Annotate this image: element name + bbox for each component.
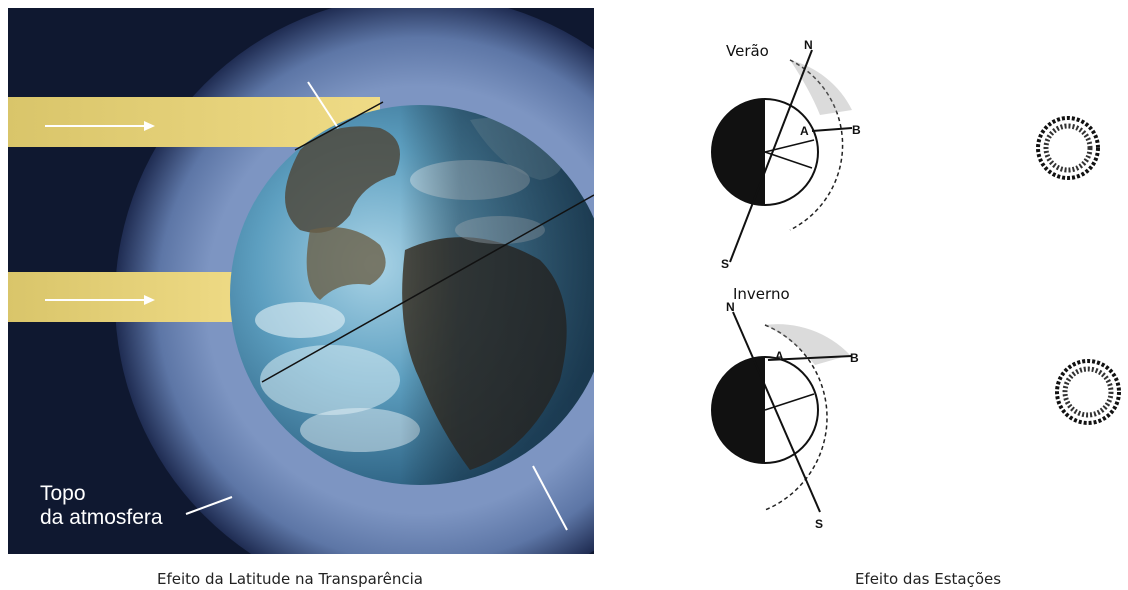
left-caption: Efeito da Latitude na Transparência (157, 570, 423, 588)
winter-diagram: Inverno N S A B (711, 285, 859, 531)
arrow-icon (45, 121, 155, 131)
summer-point-a: A (800, 124, 809, 138)
winter-axis (732, 311, 821, 513)
summer-stipple (790, 60, 852, 115)
sunbeam-lower (8, 272, 248, 322)
winter-south-letter: S (815, 517, 823, 531)
summer-atmosphere-arc (789, 59, 844, 231)
earth-continents (230, 105, 594, 485)
summer-night-side (712, 99, 765, 205)
zenith-line-lower (532, 465, 568, 531)
winter-north-letter: N (726, 300, 735, 314)
latitude-photo: Topo da atmosfera (8, 8, 594, 554)
atmosphere-label-line1: Topo (40, 482, 86, 505)
atmosphere-pointer-line (185, 496, 233, 515)
sun-icon (1055, 359, 1121, 425)
summer-south-letter: S (721, 257, 729, 271)
earth-globe (230, 105, 594, 485)
sun-icon (1036, 116, 1100, 180)
summer-latitude-line (764, 139, 815, 153)
atmosphere-label-line2: da atmosfera (40, 506, 163, 529)
zenith-line-upper (307, 81, 339, 129)
arrow-icon (45, 295, 155, 305)
summer-equator-line (764, 151, 813, 169)
summer-point-b: B (852, 123, 861, 137)
summer-path-ab (811, 127, 853, 132)
summer-north-letter: N (804, 38, 813, 52)
winter-stipple (765, 324, 850, 365)
winter-night-side (712, 357, 765, 463)
winter-label: Inverno (733, 285, 790, 303)
tangent-line-lower (261, 194, 594, 383)
summer-diagram: Verão N S A B (711, 38, 861, 271)
winter-point-b: B (850, 351, 859, 365)
winter-path-ab (767, 355, 853, 361)
summer-label: Verão (726, 42, 769, 60)
winter-latitude-line (764, 393, 815, 411)
tangent-line-upper (294, 101, 384, 151)
right-caption: Efeito das Estações (855, 570, 1001, 588)
summer-axis (729, 49, 813, 263)
winter-point-a: A (775, 349, 784, 363)
